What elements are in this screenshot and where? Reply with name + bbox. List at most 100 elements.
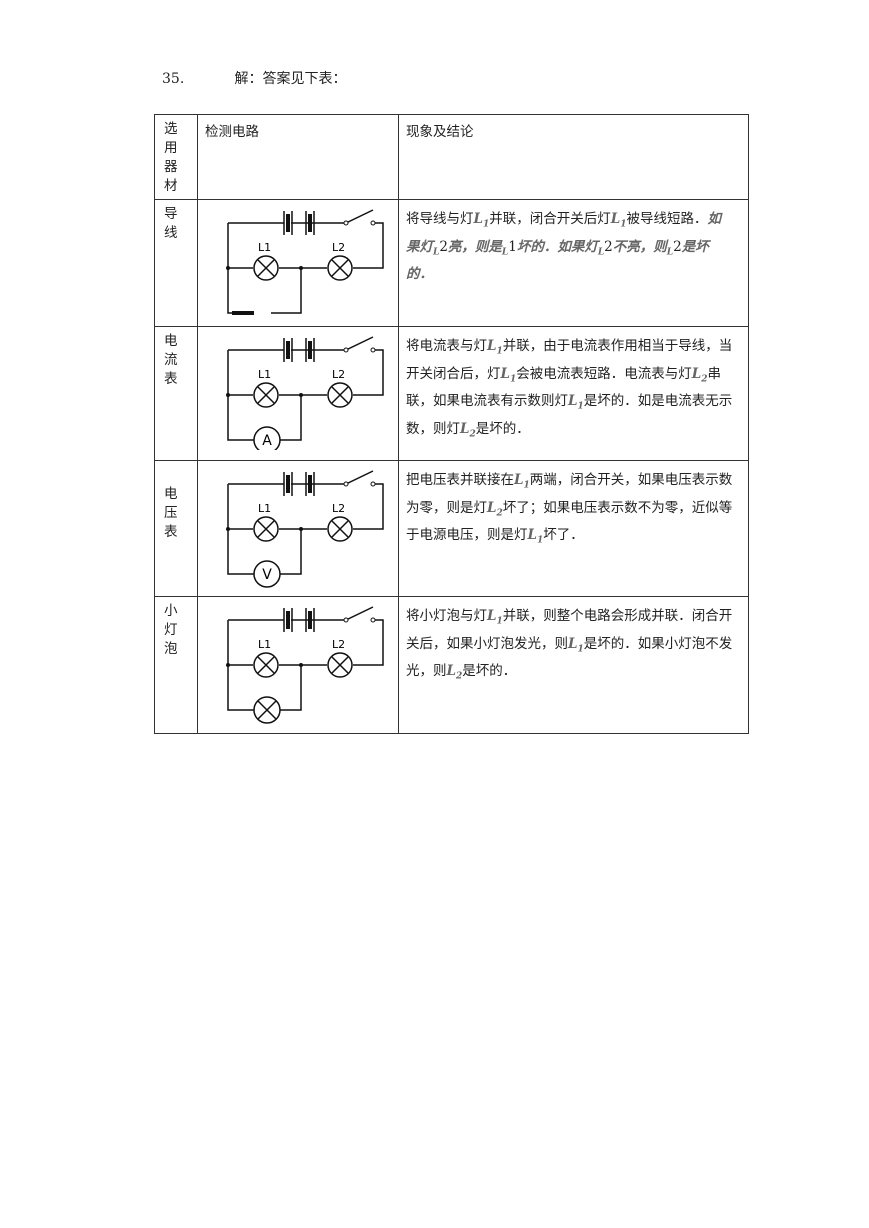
circuit-diagram: L1 L2 A <box>226 336 384 450</box>
result-fragment: 被导线短路． <box>626 211 708 227</box>
lamp-symbol: 是坏的． <box>406 239 709 283</box>
result-fragment: L <box>500 365 511 382</box>
lamp-subscript: 1 <box>577 402 584 413</box>
lamp-symbol: L1 <box>527 527 544 547</box>
result-fragment: 将小灯泡与灯 <box>406 608 487 624</box>
result-fragment: 并联，由于电流表作用相当于导线，当开关闭合后，灯 <box>406 338 733 382</box>
header-result: 现象及结论 <box>406 124 474 140</box>
result-fragment: L <box>487 608 497 624</box>
result-fragment: L <box>487 499 497 516</box>
question-intro: 解：答案见下表： <box>234 71 347 87</box>
result-fragment: 亮，则是 <box>447 238 502 255</box>
circuit-diagram: L1 L2 <box>226 209 384 315</box>
material-label: 导线 <box>164 206 178 241</box>
result-fragment: 坏的．如果灯 <box>516 238 598 255</box>
result-cell: 将电流表与灯L1并联，由于电流表作用相当于导线，当开关闭合后，灯L1会被电流表短… <box>398 326 749 461</box>
lamp-l1-label: L1 <box>258 368 271 381</box>
header-result-cell: 现象及结论 <box>398 114 749 200</box>
lamp-subscript: 1 <box>620 219 627 230</box>
result-fragment: 会被电流表短路．电流表与灯 <box>516 365 692 382</box>
material-label: 小灯泡 <box>164 603 178 657</box>
lamp-symbol: 不亮，则L <box>612 238 673 258</box>
result-fragment: 是坏的．如果小灯泡不发光，则 <box>406 635 733 680</box>
lamp-subscript: 2 <box>469 429 476 440</box>
material-cell: 导线 <box>154 199 198 327</box>
lamp-symbol: L1 <box>611 211 627 230</box>
result-text: 将电流表与灯L1并联，由于电流表作用相当于导线，当开关闭合后，灯L1会被电流表短… <box>399 327 748 446</box>
lamp-symbol: L1 <box>473 211 490 230</box>
lamp-subscript: 1 <box>510 374 517 385</box>
result-fragment: 不亮，则 <box>612 238 667 255</box>
material-cell: 电压表 <box>154 460 198 597</box>
lamp-l2-label: L2 <box>332 368 345 381</box>
result-fragment: 1 <box>508 238 517 255</box>
result-fragment: L <box>487 338 497 354</box>
lamp-symbol: 亮，则是L <box>447 238 509 258</box>
circuit-cell: L1 L2 V <box>197 460 399 597</box>
result-fragment: 2 <box>439 238 448 255</box>
table-row: 导线 <box>154 199 749 327</box>
lamp-subscript: 2 <box>496 508 503 519</box>
result-fragment: 并联，闭合开关后灯 <box>489 211 611 227</box>
header-row: 选用器材 检测电路 现象及结论 <box>154 114 749 200</box>
lamp-symbol: L1 <box>568 635 584 655</box>
result-text: 把电压表并联接在L1两端，闭合开关，如果电压表示数为零，则是灯L2坏了；如果电压… <box>399 461 748 552</box>
result-fragment: L <box>691 365 702 382</box>
header-material-cell: 选用器材 <box>154 114 198 200</box>
circuit-cell: L1 L2 <box>197 199 399 327</box>
lamp-l2-label: L2 <box>332 241 345 254</box>
result-text: 将导线与灯L1并联，闭合开关后灯L1被导线短路．如果灯L2亮，则是L1坏的．如果… <box>399 200 748 291</box>
result-fragment: 是坏的．如是电流表无示数，则灯 <box>406 393 733 438</box>
material-cell: 小灯泡 <box>154 596 198 734</box>
result-cell: 把电压表并联接在L1两端，闭合开关，如果电压表示数为零，则是灯L2坏了；如果电压… <box>398 460 749 597</box>
result-fragment: 坏了． <box>543 527 584 544</box>
result-fragment: L <box>446 663 457 680</box>
result-fragment: 2 <box>604 238 613 255</box>
result-fragment: 2 <box>673 238 682 255</box>
result-cell: 将小灯泡与灯L1并联，则整个电路会形成并联．闭合开关后，如果小灯泡发光，则L1是… <box>398 596 749 734</box>
result-fragment: 串联，如果电流表有示数则灯 <box>406 365 722 410</box>
lamp-symbol: L1 <box>487 338 503 357</box>
lamp-symbol: L1 <box>487 608 503 627</box>
lamp-symbol: L1 <box>500 365 517 385</box>
result-fragment: 把电压表并联接在 <box>406 472 514 488</box>
header-circuit-cell: 检测电路 <box>197 114 399 200</box>
lamp-symbol: L2 <box>487 499 503 519</box>
result-fragment: L <box>568 635 578 652</box>
lamp-l1-label: L1 <box>258 502 271 515</box>
result-fragment: 是坏的． <box>462 663 517 680</box>
lamp-l1-label: L1 <box>258 638 271 651</box>
answer-table: 选用器材 检测电路 现象及结论 导线 <box>154 114 749 734</box>
material-label: 电压表 <box>164 486 178 540</box>
result-fragment: 是坏的． <box>406 238 709 283</box>
material-cell: 电流表 <box>154 326 198 461</box>
lamp-symbol: L2 <box>446 663 463 682</box>
table-row: 电压表 <box>154 460 749 597</box>
material-label: 电流表 <box>164 333 178 387</box>
lamp-subscript: L <box>501 247 509 258</box>
question-header: 35. 解：答案见下表： <box>162 68 346 88</box>
lamp-subscript: 1 <box>523 480 530 491</box>
result-fragment: L <box>473 211 484 227</box>
lamp-subscript: L <box>433 247 440 258</box>
result-fragment: L <box>527 527 538 544</box>
result-fragment: 将电流表与灯 <box>406 338 487 354</box>
result-fragment: 是坏的． <box>475 421 530 438</box>
lamp-symbol: L2 <box>460 421 476 440</box>
lamp-subscript: 1 <box>537 536 544 547</box>
lamp-symbol: L1 <box>514 472 530 491</box>
circuit-cell: L1 L2 A <box>197 326 399 461</box>
lamp-subscript: L <box>597 247 605 258</box>
result-fragment: 两端，闭合开关，如果电压表示数为零，则是灯 <box>406 472 733 516</box>
circuit-diagram: L1 L2 <box>226 606 384 724</box>
lamp-l2-label: L2 <box>332 502 345 515</box>
question-number: 35. <box>162 71 185 87</box>
result-fragment: 坏了；如果电压表示数不为零，近似等于电源电压，则是灯 <box>406 499 733 544</box>
result-cell: 将导线与灯L1并联，闭合开关后灯L1被导线短路．如果灯L2亮，则是L1坏的．如果… <box>398 199 749 327</box>
result-fragment: L <box>514 472 524 488</box>
lamp-symbol: 坏的．如果灯L <box>516 238 605 258</box>
circuit-cell: L1 L2 <box>197 596 399 734</box>
table-row: 电流表 <box>154 326 749 461</box>
lamp-subscript: 2 <box>701 374 708 385</box>
result-fragment: 并联，则整个电路会形成并联．闭合开关后，如果小灯泡发光，则 <box>406 608 733 652</box>
